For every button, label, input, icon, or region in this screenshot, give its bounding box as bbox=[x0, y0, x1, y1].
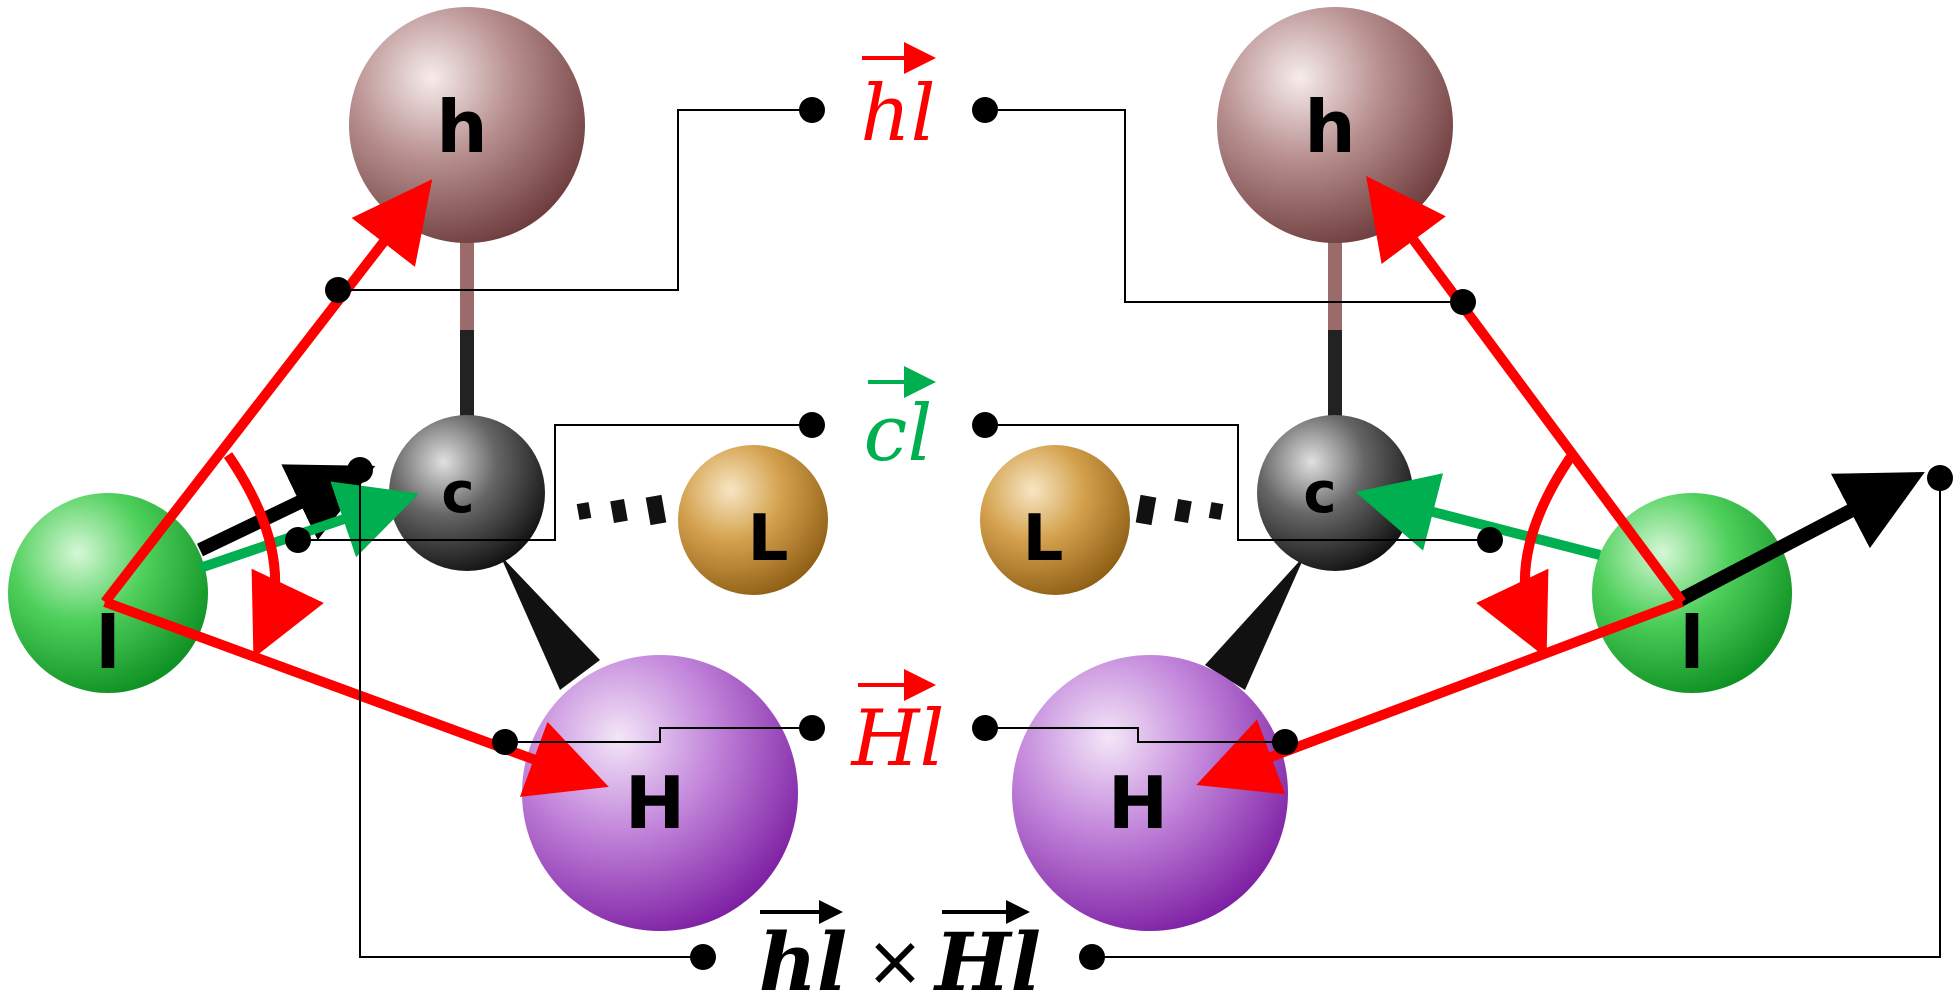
left-vector-lc-black bbox=[196, 464, 376, 557]
left-vector-hl bbox=[101, 179, 433, 606]
connector-cl-right bbox=[985, 424, 1490, 541]
callout-connectors bbox=[298, 109, 1941, 958]
connector-dots bbox=[285, 97, 1953, 970]
left-vector-Hl bbox=[103, 597, 609, 797]
cross-operator: × bbox=[866, 920, 925, 1002]
connector-Hl-right bbox=[985, 727, 1285, 743]
vector-label-cl: cl bbox=[864, 366, 936, 479]
vector-label-Hl-text: Hl bbox=[850, 694, 945, 784]
left-atom-c-label: c bbox=[441, 461, 474, 526]
connector-Hl-left bbox=[505, 727, 812, 743]
right-atom-L-label: L bbox=[1023, 502, 1064, 576]
connector-hl-right bbox=[985, 109, 1463, 303]
vector-label-hl-text: hl bbox=[860, 69, 935, 159]
cross-product-label: hl × Hl bbox=[759, 900, 1041, 1008]
right-atom-h-label: h bbox=[1304, 85, 1355, 169]
left-atom-c bbox=[389, 415, 545, 571]
left-atom-L bbox=[678, 445, 828, 595]
connector-cl-left bbox=[298, 424, 812, 541]
left-atom-H-label: H bbox=[625, 761, 685, 845]
right-angle-arc bbox=[1476, 452, 1577, 659]
right-vector-hl bbox=[1366, 175, 1687, 605]
connector-cross-left bbox=[359, 470, 703, 958]
right-wedge-bond-c-H bbox=[1205, 555, 1305, 690]
left-atom-h-label: h bbox=[436, 85, 487, 169]
left-atom-L-label: L bbox=[748, 502, 789, 576]
vector-label-cl-text: cl bbox=[864, 389, 933, 479]
left-angle-arc bbox=[223, 452, 324, 659]
right-vector-cross-black bbox=[1676, 472, 1925, 607]
right-molecule: h c L H l bbox=[980, 7, 1925, 931]
left-wedge-bond-c-H bbox=[500, 555, 600, 690]
right-atom-c-label: c bbox=[1303, 461, 1336, 526]
right-atom-L bbox=[980, 445, 1130, 595]
left-molecule: h c L H l bbox=[8, 7, 828, 931]
right-atom-H-label: H bbox=[1108, 761, 1168, 845]
connector-cross-right bbox=[1092, 478, 1941, 958]
cross-left-text: hl bbox=[759, 915, 848, 1008]
right-atom-l-label: l bbox=[1680, 601, 1705, 685]
right-vector-lc-green bbox=[1355, 473, 1602, 560]
connector-hl-left bbox=[338, 109, 812, 291]
cross-right-text: Hl bbox=[933, 915, 1041, 1008]
left-atom-l-label: l bbox=[96, 601, 121, 685]
vector-label-Hl: Hl bbox=[850, 669, 945, 784]
vector-label-hl: hl bbox=[860, 42, 936, 159]
